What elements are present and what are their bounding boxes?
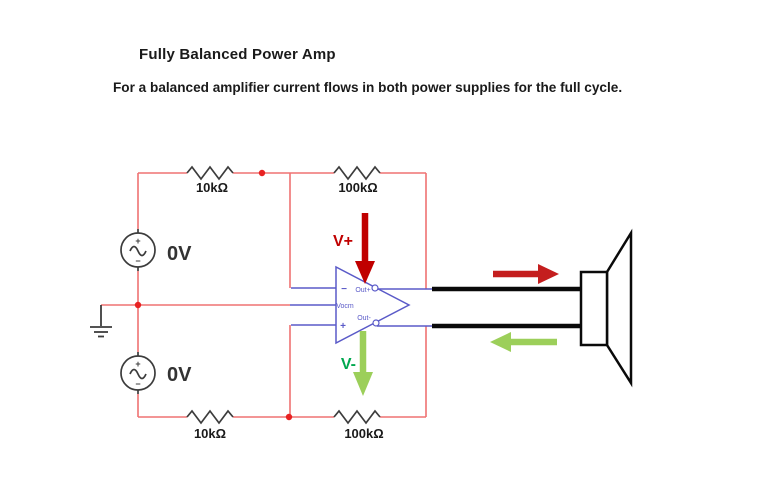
voltage-source-bottom: + − 0V [120,352,192,394]
junction-dot [134,301,142,309]
source-sine-icon [129,245,147,257]
vplus-supply: V+ [333,213,375,284]
wires [101,172,427,418]
source-minus-mark: − [135,256,140,266]
figure-subtitle: For a balanced amplifier current flows i… [113,80,623,95]
opamp-out-minus-terminal [372,319,380,327]
resistor-symbol [186,165,234,181]
current-arrow-head [538,264,559,284]
source-plus-mark: + [135,359,140,369]
resistor-10k-bottom: 10kΩ [186,409,234,441]
resistor-symbol [333,409,381,425]
resistor-symbol [333,165,381,181]
resistor-10k-top: 10kΩ [186,165,234,195]
resistor-label: 10kΩ [194,426,226,441]
resistor-100k-top: 100kΩ [333,165,381,195]
resistor-symbol [186,409,234,425]
opamp-vocm-label: Vocm [336,303,354,310]
vminus-label: V- [341,356,356,373]
resistor-label: 10kΩ [196,180,228,195]
source-plus-mark: + [135,236,140,246]
source-label: 0V [167,364,192,386]
source-label: 0V [167,243,192,265]
speaker-body [579,270,609,347]
resistor-label: 100kΩ [344,426,383,441]
ground-symbol [90,305,112,338]
resistor-100k-bottom: 100kΩ [333,409,384,441]
opamp-out-plus-label: Out+ [355,287,370,294]
opamp-inverting-input-label: − [341,284,347,295]
opamp-out-plus-terminal [371,284,379,292]
opamp-noninverting-input-label: + [340,321,346,332]
current-arrow-to-speaker [493,264,559,284]
opamp-out-minus-label: Out- [357,315,371,322]
current-arrow-from-speaker [490,332,557,352]
vminus-arrow-head [353,372,373,396]
source-minus-mark: − [135,379,140,389]
source-sine-icon [129,368,147,380]
opamp: − Vocm + Out+ Out- [290,265,433,345]
speaker [579,228,633,388]
voltage-source-top: + − 0V [120,229,192,271]
speaker-cone [605,228,633,388]
junction-dot [285,413,293,421]
resistor-label: 100kΩ [338,180,377,195]
vplus-label: V+ [333,233,353,250]
current-arrow-head [490,332,511,352]
vplus-arrow-head [355,261,375,284]
vminus-supply: V- [341,331,373,396]
figure-title: Fully Balanced Power Amp [139,46,336,63]
junction-dot [258,169,266,177]
